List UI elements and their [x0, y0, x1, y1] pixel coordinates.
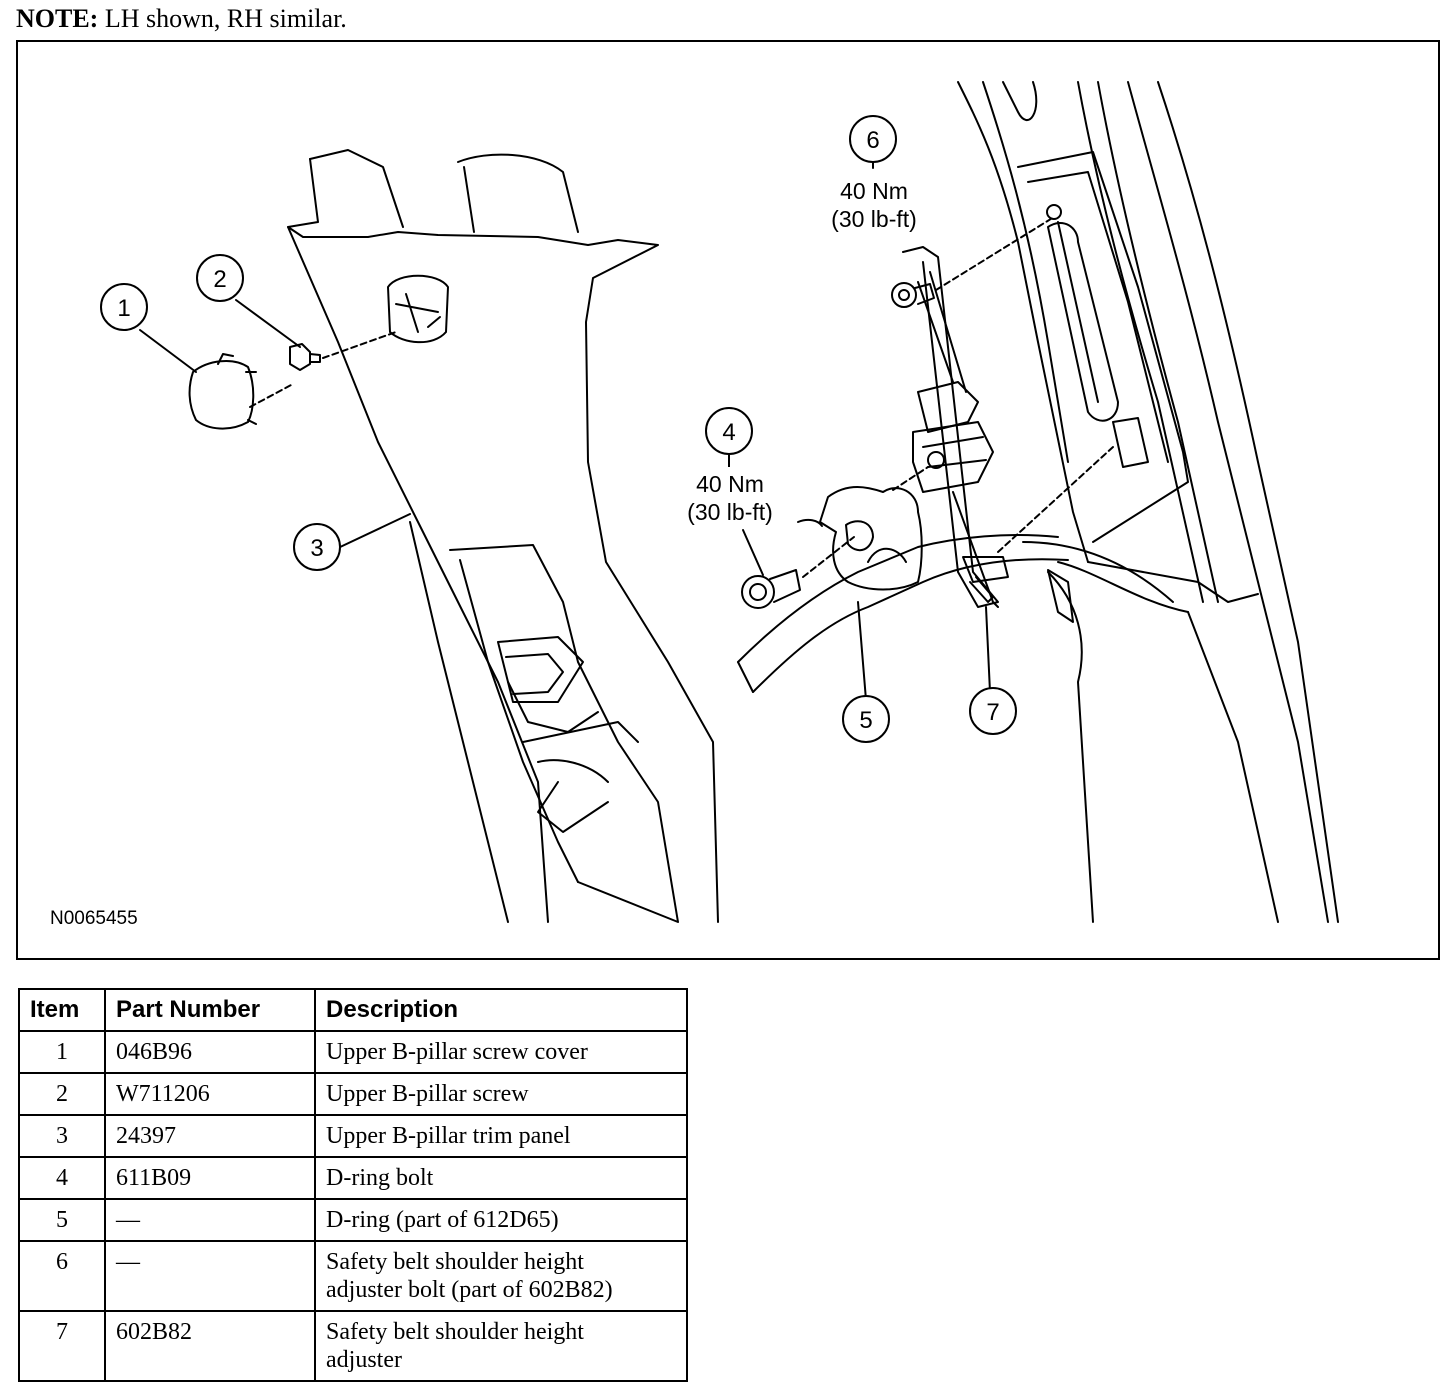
description-line: Safety belt shoulder height: [326, 1249, 584, 1275]
header-part-number: Part Number: [104, 988, 316, 1032]
callout-3: 3: [293, 523, 341, 571]
exploded-diagram: 1 2 3 4 40 Nm (30 lb-ft) 5 6 40 Nm (30 l…: [16, 40, 1440, 960]
item-cell: 7: [18, 1310, 106, 1382]
note: NOTE: LH shown, RH similar.: [16, 4, 347, 34]
b-pillar-screw: [289, 331, 397, 371]
table-row: 3 24397 Upper B-pillar trim panel: [18, 1114, 688, 1158]
callout-7: 7: [969, 687, 1017, 735]
height-adjuster: [902, 246, 1009, 608]
callout-6-torque: 40 Nm: [840, 178, 908, 204]
description-line: Upper B-pillar screw cover: [326, 1039, 588, 1065]
item-cell: 4: [18, 1156, 106, 1200]
part-number-cell: 611B09: [104, 1156, 316, 1200]
parts-table: Item Part Number Description 1 046B96 Up…: [18, 988, 688, 1382]
description-cell: D-ring (part of 612D65): [314, 1198, 688, 1242]
callout-2: 2: [196, 254, 244, 302]
table-header-row: Item Part Number Description: [18, 988, 688, 1032]
note-text: LH shown, RH similar.: [104, 4, 347, 33]
part-number-cell: 602B82: [104, 1310, 316, 1382]
adjuster-bolt: [891, 204, 1114, 553]
part-number-cell: 046B96: [104, 1030, 316, 1074]
callout-layer: 1 2 3 4 40 Nm (30 lb-ft) 5 6 40 Nm (30 l…: [50, 115, 1017, 929]
callout-6: 6 40 Nm (30 lb-ft): [831, 115, 917, 232]
part-number-cell: —: [104, 1198, 316, 1242]
item-cell: 3: [18, 1114, 106, 1158]
screw-cover: [188, 353, 294, 430]
callout-5: 5: [842, 695, 890, 743]
description-line: adjuster bolt (part of 602B82): [326, 1277, 613, 1303]
d-ring-bolt: [741, 536, 855, 609]
callout-2-number: 2: [213, 266, 226, 293]
item-cell: 6: [18, 1240, 106, 1312]
d-ring: [737, 486, 1069, 693]
table-row: 2 W711206 Upper B-pillar screw: [18, 1072, 688, 1116]
item-cell: 5: [18, 1198, 106, 1242]
callout-6-number: 6: [866, 127, 879, 154]
b-pillar-trim-panel: [287, 149, 719, 923]
description-line: adjuster: [326, 1347, 402, 1373]
part-number-cell: W711206: [104, 1072, 316, 1116]
description-cell: Upper B-pillar trim panel: [314, 1114, 688, 1158]
callout-6-torque-imperial: (30 lb-ft): [831, 206, 917, 232]
description-line: D-ring bolt: [326, 1165, 434, 1191]
figure-id: N0065455: [50, 908, 138, 929]
table-row: 4 611B09 D-ring bolt: [18, 1156, 688, 1200]
callout-4-torque-imperial: (30 lb-ft): [687, 499, 773, 525]
item-cell: 2: [18, 1072, 106, 1116]
callout-3-number: 3: [310, 535, 323, 562]
callout-1: 1: [100, 283, 148, 331]
callout-4: 4 40 Nm (30 lb-ft): [687, 407, 773, 525]
callout-1-number: 1: [117, 295, 130, 322]
callout-4-number: 4: [722, 419, 735, 446]
callout-7-number: 7: [986, 699, 999, 726]
description-line: D-ring (part of 612D65): [326, 1207, 559, 1233]
description-cell: Upper B-pillar screw: [314, 1072, 688, 1116]
description-line: Upper B-pillar screw: [326, 1081, 529, 1107]
header-item: Item: [18, 988, 106, 1032]
table-row: 1 046B96 Upper B-pillar screw cover: [18, 1030, 688, 1074]
description-line: Upper B-pillar trim panel: [326, 1123, 571, 1149]
description-cell: D-ring bolt: [314, 1156, 688, 1200]
description-line: Safety belt shoulder height: [326, 1319, 584, 1345]
note-label: NOTE:: [16, 4, 99, 33]
diagram-drawing: [139, 81, 1339, 923]
table-row: 5 — D-ring (part of 612D65): [18, 1198, 688, 1242]
leader-lines: [139, 157, 991, 701]
item-cell: 1: [18, 1030, 106, 1074]
part-number-cell: —: [104, 1240, 316, 1312]
body-panel: [957, 81, 1339, 923]
header-description: Description: [314, 988, 688, 1032]
part-number-cell: 24397: [104, 1114, 316, 1158]
description-cell: Upper B-pillar screw cover: [314, 1030, 688, 1074]
callout-4-torque: 40 Nm: [696, 471, 764, 497]
callout-5-number: 5: [859, 707, 872, 734]
